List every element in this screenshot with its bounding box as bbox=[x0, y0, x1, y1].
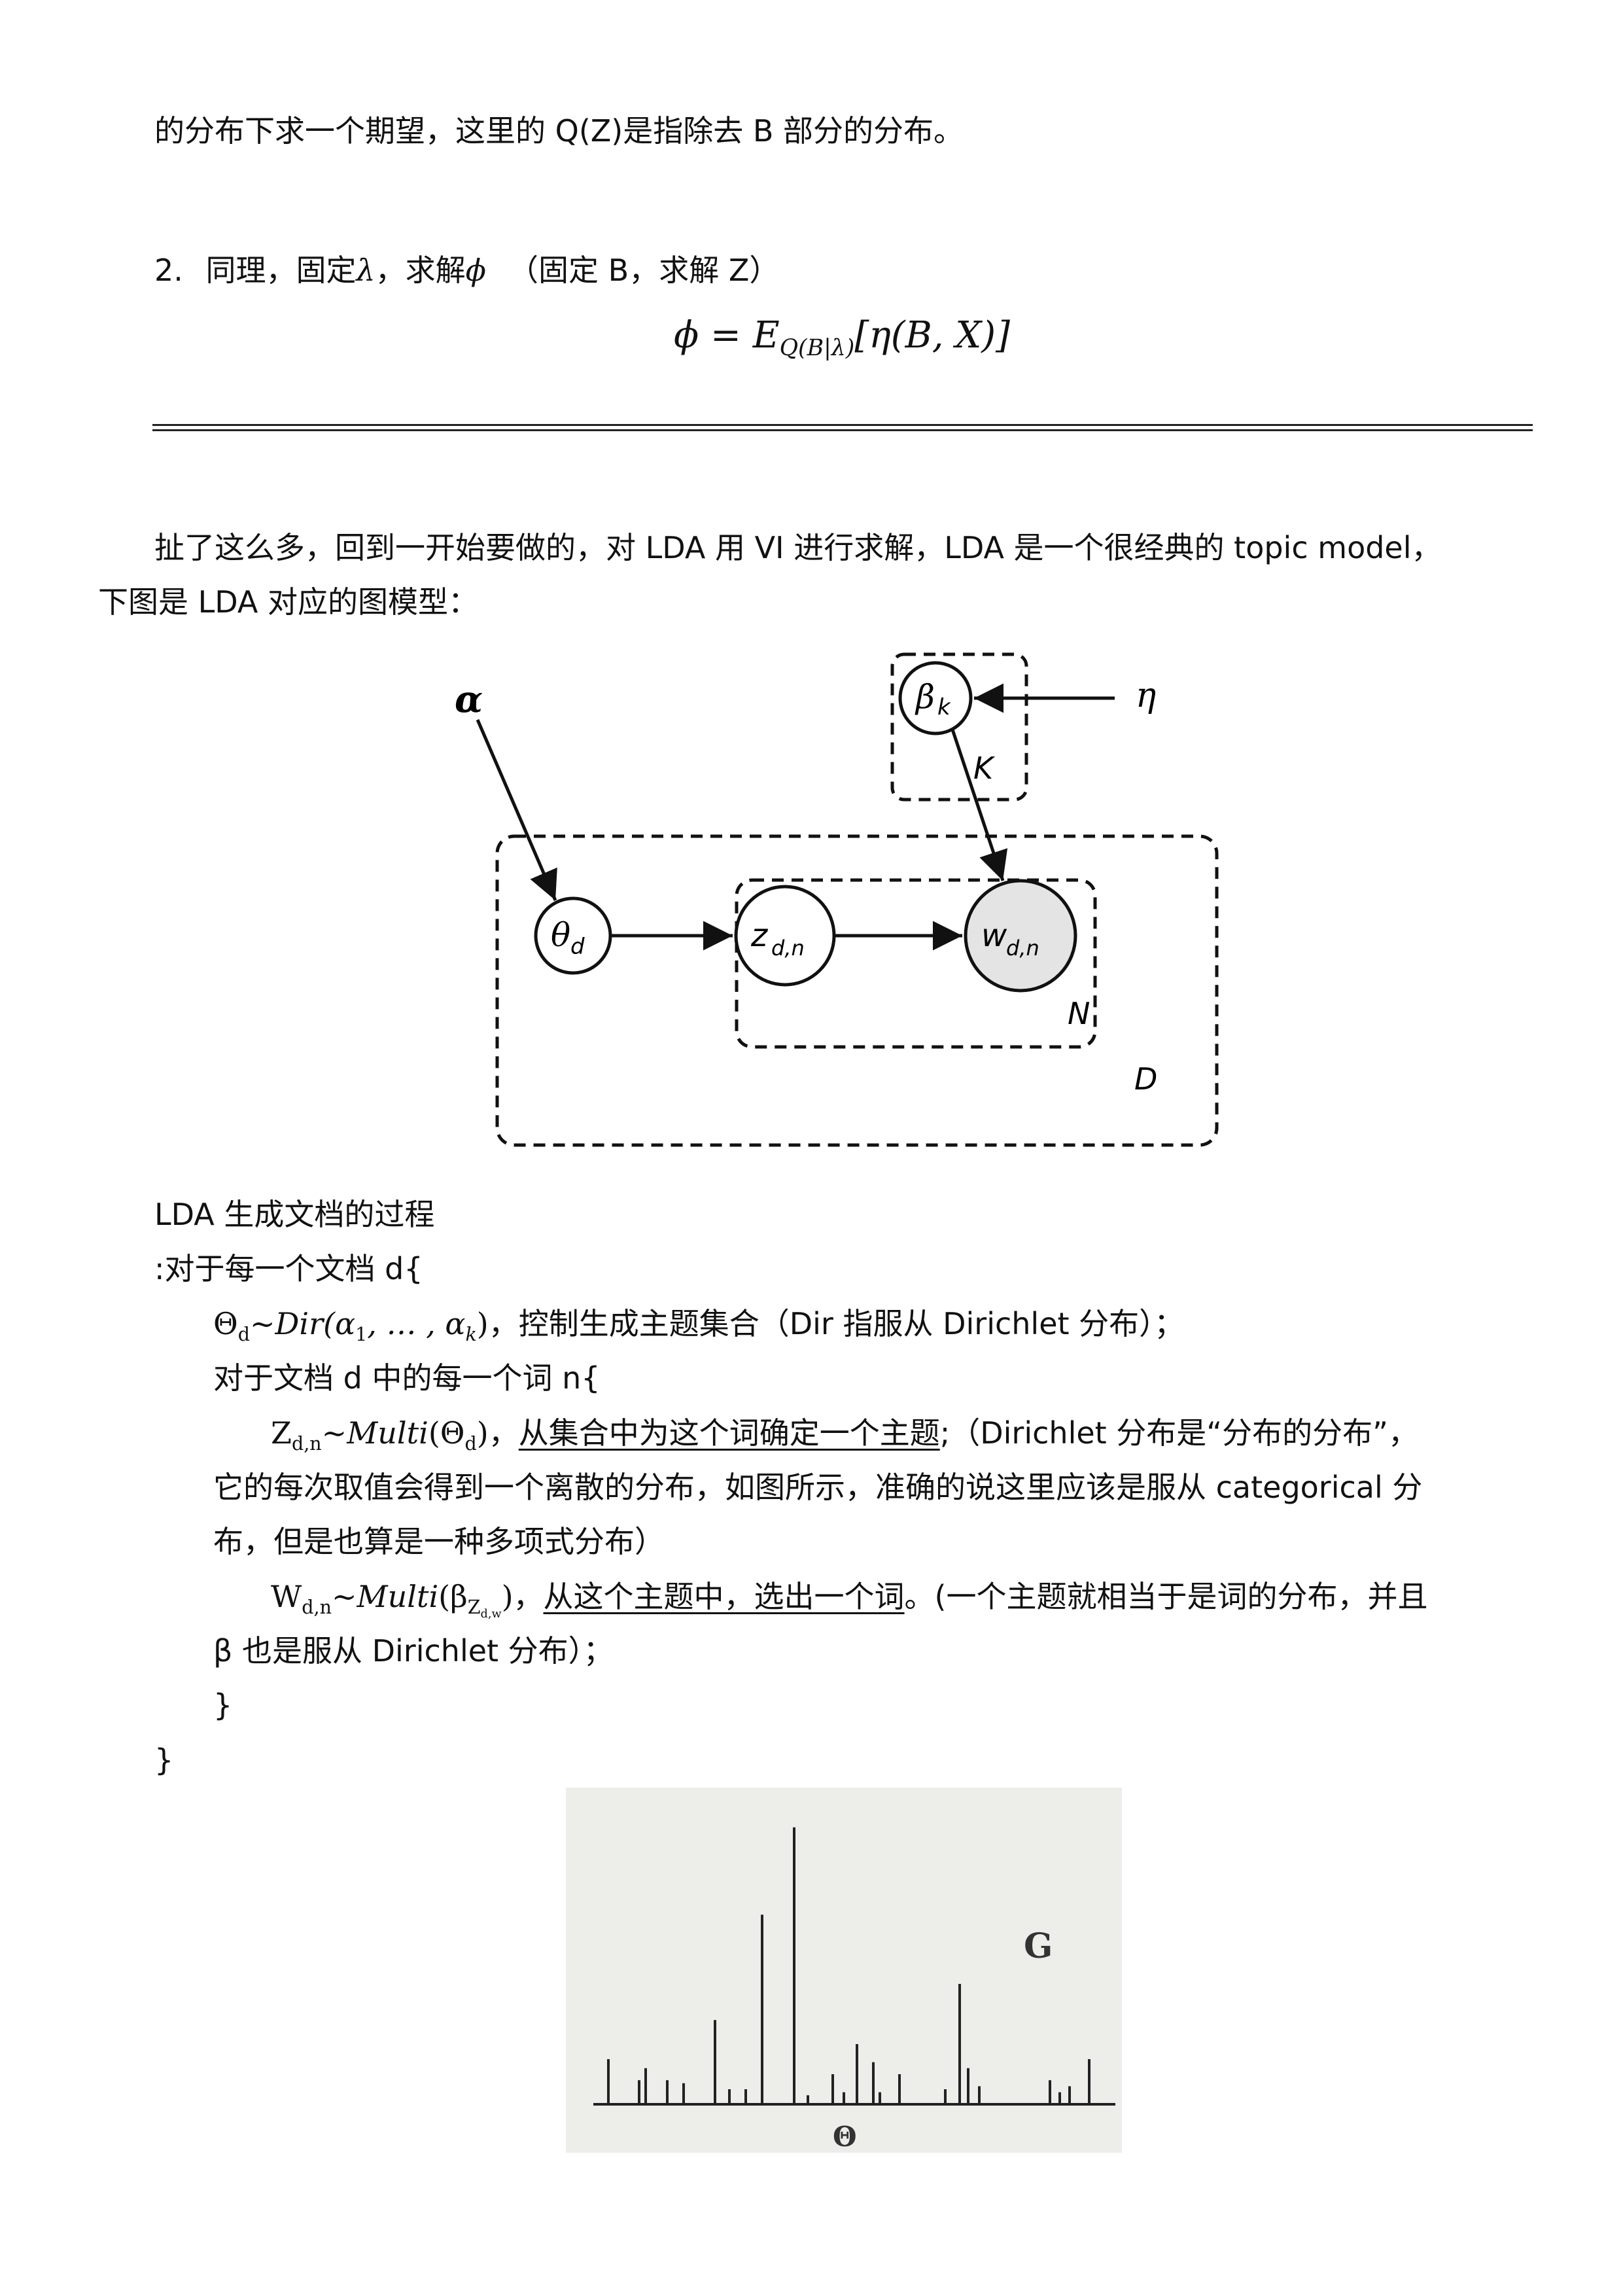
z-underlined-text: 从集合中为这个词确定一个主题 bbox=[518, 1415, 940, 1451]
label-eta: η bbox=[1136, 676, 1156, 715]
equation-rhs: [η(B, X)] bbox=[854, 314, 1010, 357]
arrow-beta-w bbox=[951, 729, 1008, 881]
label-plate-k: K bbox=[973, 751, 996, 786]
w-tilde: ~ bbox=[331, 1579, 357, 1614]
w-args: (β bbox=[438, 1579, 468, 1614]
w-comma: ， bbox=[513, 1579, 544, 1614]
step-text-c: （固定 B，求解 Z） bbox=[508, 253, 780, 288]
gen-for-word: 对于文档 d 中的每一个词 n{ bbox=[213, 1360, 601, 1396]
label-g: G bbox=[1024, 1926, 1053, 1966]
label-beta: β bbox=[915, 678, 935, 716]
equation-phi: ϕ = EQ(B|λ)[η(B, X)] bbox=[674, 313, 1010, 362]
label-theta-sub: d bbox=[570, 934, 585, 960]
lda-graphical-model: α η β k K θ d z d,n w d,n N D bbox=[455, 652, 1219, 1147]
close-brace-inner: } bbox=[213, 1687, 233, 1723]
step-text-a: 同理，固定 bbox=[205, 253, 357, 288]
step-text-b: ，求解 bbox=[375, 253, 466, 288]
plate-d bbox=[495, 834, 1219, 1147]
gen-title: LDA 生成文档的过程 bbox=[154, 1197, 435, 1232]
text-line-1: 的分布下求一个期望，这里的 Q(Z)是指除去 B 部分的分布。 bbox=[154, 113, 964, 149]
paragraph-line-2: 下图是 LDA 对应的图模型： bbox=[98, 584, 478, 620]
w-lhs: W bbox=[271, 1579, 302, 1614]
alpha-1-sub: 1 bbox=[355, 1323, 368, 1345]
theta-line-text: ，控制生成主题集合（Dir 指服从 Dirichlet 分布）； bbox=[488, 1306, 1185, 1341]
paragraph-line-1: 扯了这么多，回到一开始要做的，对 LDA 用 VI 进行求解，LDA 是一个很经… bbox=[154, 530, 1442, 565]
multi-function: Multi bbox=[347, 1415, 428, 1451]
dir-close: ) bbox=[476, 1306, 489, 1341]
w-lhs-sub: d,n bbox=[302, 1596, 332, 1618]
phi-symbol: ϕ bbox=[465, 253, 487, 288]
step-number: 2. bbox=[154, 253, 183, 288]
label-w: w bbox=[981, 917, 1007, 954]
step-2-line: 2. 同理，固定λ，求解ϕ （固定 B，求解 Z） bbox=[154, 251, 779, 290]
gen-z-cont-1: 它的每次取值会得到一个离散的分布，如图所示，准确的说这里应该是服从 catego… bbox=[213, 1470, 1423, 1505]
plate-n bbox=[735, 878, 1097, 1049]
dirichlet-sample-figure: G Θ bbox=[566, 1788, 1122, 2153]
spike-group bbox=[607, 1827, 1091, 2104]
gen-z-line: Zd,n~Multi(Θd)，从集合中为这个词确定一个主题;（Dirichlet… bbox=[271, 1413, 1418, 1453]
theta-lhs: Θ bbox=[213, 1306, 238, 1341]
dir-function: Dir bbox=[275, 1306, 324, 1341]
dir-args-mid: , … , α bbox=[367, 1306, 466, 1341]
label-theta: θ bbox=[551, 916, 570, 954]
node-w-observed bbox=[964, 879, 1077, 993]
label-plate-d: D bbox=[1134, 1061, 1157, 1097]
close-brace-outer: } bbox=[154, 1742, 174, 1778]
lambda-symbol: λ bbox=[356, 253, 375, 288]
label-plate-n: N bbox=[1068, 996, 1090, 1031]
multi-function-w: Multi bbox=[357, 1579, 439, 1614]
figure-background bbox=[566, 1788, 1122, 2153]
alpha-k-sub: k bbox=[465, 1323, 477, 1345]
label-z: z bbox=[750, 917, 769, 954]
arrow-alpha-theta bbox=[476, 719, 557, 901]
equation-subscript: Q(B|λ) bbox=[779, 335, 855, 362]
z-lhs: Z bbox=[271, 1415, 292, 1451]
z-comma: ， bbox=[488, 1415, 519, 1451]
z-lhs-sub: d,n bbox=[291, 1432, 322, 1455]
w-close: ) bbox=[501, 1579, 514, 1614]
multi-close: ) bbox=[476, 1415, 489, 1451]
w-args-subsub: d,w bbox=[480, 1608, 502, 1621]
w-args-sub: Zd,w bbox=[467, 1596, 502, 1621]
theta-tilde: ~ bbox=[249, 1306, 275, 1341]
z-tilde: ~ bbox=[321, 1415, 347, 1451]
dir-args: (α bbox=[323, 1306, 356, 1341]
z-rest-text: ;（Dirichlet 分布是“分布的分布”， bbox=[939, 1415, 1418, 1451]
gen-w-cont: β 也是服从 Dirichlet 分布）； bbox=[213, 1633, 614, 1669]
gen-z-cont-2: 布，但是也算是一种多项式分布） bbox=[213, 1524, 665, 1559]
w-rest-text: 。(一个主题就相当于是词的分布，并且 bbox=[904, 1579, 1428, 1614]
multi-args: (Θ bbox=[428, 1415, 465, 1451]
gen-for-doc: :对于每一个文档 d{ bbox=[154, 1251, 423, 1286]
label-z-sub: d,n bbox=[771, 936, 805, 961]
divider-bottom bbox=[152, 429, 1533, 431]
equation-lhs: ϕ = E bbox=[674, 314, 780, 357]
multi-args-sub: d bbox=[464, 1432, 477, 1455]
label-alpha: α bbox=[455, 678, 483, 721]
label-theta-axis: Θ bbox=[833, 2121, 857, 2153]
node-beta bbox=[898, 661, 973, 735]
label-w-sub: d,n bbox=[1006, 936, 1039, 961]
gen-theta-line: Θd~Dir(α1, … , αk)，控制生成主题集合（Dir 指服从 Diri… bbox=[213, 1304, 1185, 1345]
theta-lhs-sub: d bbox=[237, 1323, 250, 1345]
gen-w-line: Wd,n~Multi(βZd,w)，从这个主题中，选出一个词。(一个主题就相当于… bbox=[271, 1577, 1428, 1621]
label-beta-sub: k bbox=[937, 694, 951, 720]
plate-k bbox=[890, 652, 1028, 802]
divider-top bbox=[152, 424, 1533, 426]
w-underlined-text: 从这个主题中，选出一个词 bbox=[543, 1579, 905, 1614]
